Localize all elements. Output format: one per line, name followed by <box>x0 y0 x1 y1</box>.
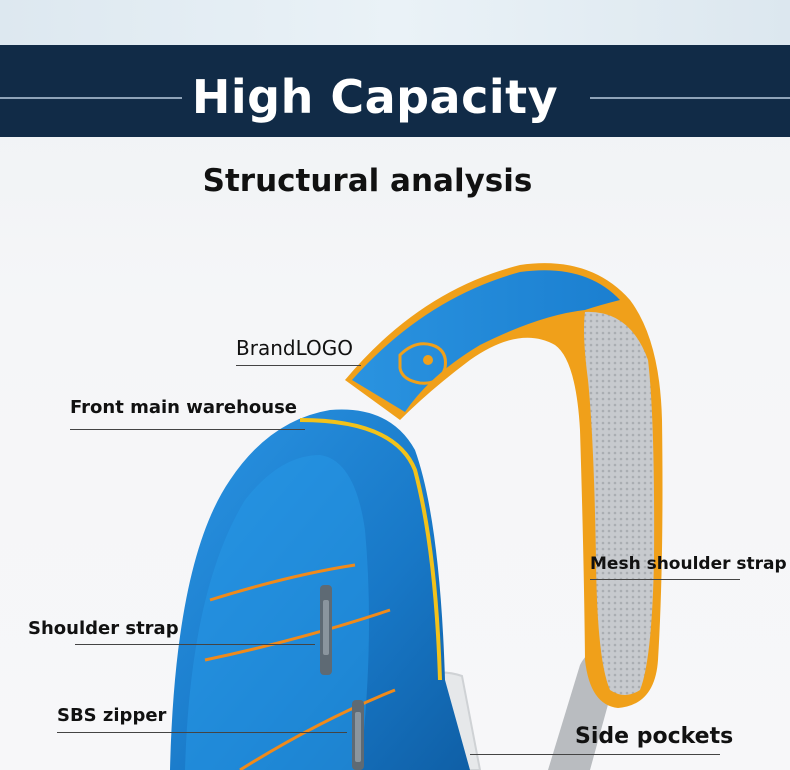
callout-mesh-shoulder-strap: Mesh shoulder strap <box>590 554 787 574</box>
section-title: Structural analysis <box>202 163 533 199</box>
zipper-puller-lower <box>352 700 364 770</box>
mesh-shoulder-strap <box>584 311 655 695</box>
top-background-strip <box>0 0 790 45</box>
title-banner <box>0 45 790 137</box>
rule-side-pockets <box>470 754 720 755</box>
rule-mesh-shoulder-strap <box>590 579 740 580</box>
callout-side-pockets: Side pockets <box>575 724 734 749</box>
callout-sbs-zipper: SBS zipper <box>57 705 167 726</box>
front-seam-3 <box>239 688 396 770</box>
banner-left-line <box>0 97 182 99</box>
rule-front-main-warehouse <box>70 429 305 430</box>
banner-title: High Capacity <box>191 70 559 124</box>
rule-shoulder-strap <box>75 644 315 645</box>
banner-right-line <box>590 97 790 99</box>
brand-logo-mark <box>398 342 447 385</box>
front-seam-2 <box>204 608 391 662</box>
main-zipper-trim <box>299 418 442 681</box>
callout-brand-logo: BrandLOGO <box>236 336 353 360</box>
rule-brand-logo <box>236 365 361 366</box>
rule-sbs-zipper <box>57 732 347 733</box>
front-compartment-panel <box>185 455 369 770</box>
shoulder-strap-blue <box>352 270 620 412</box>
callout-front-main-warehouse: Front main warehouse <box>70 397 298 418</box>
callout-shoulder-strap: Shoulder strap <box>28 618 179 639</box>
front-seam-1 <box>209 563 356 602</box>
zipper-puller-upper <box>320 585 332 675</box>
